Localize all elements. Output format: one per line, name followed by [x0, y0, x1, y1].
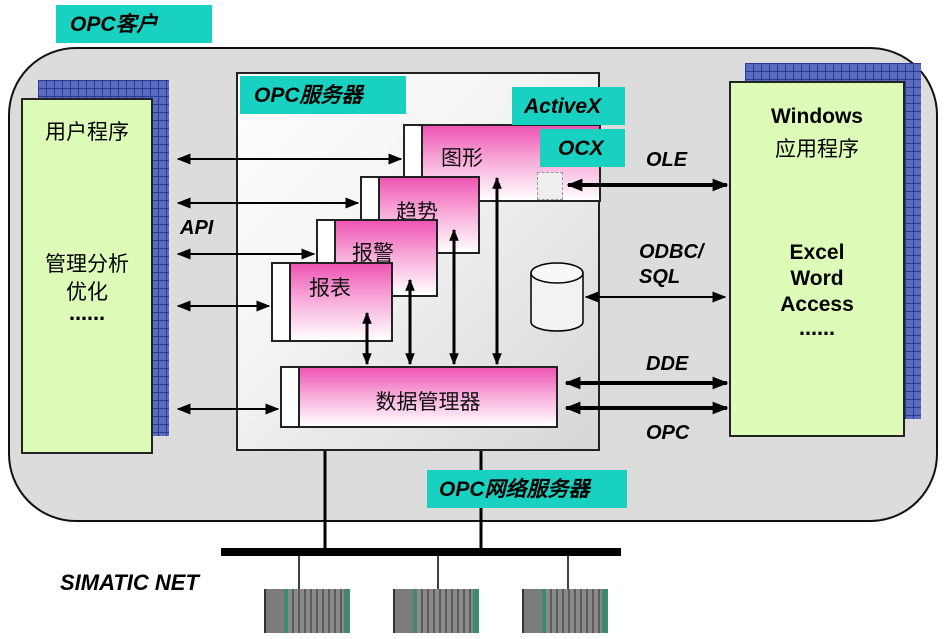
- opc-server-title: OPC服务器: [254, 83, 363, 107]
- simatic-net-label: SIMATIC NET: [60, 570, 199, 595]
- opc-client-label: OPC客户: [56, 5, 212, 43]
- plc-device-3: [522, 589, 608, 633]
- ole-label: OLE: [646, 149, 688, 171]
- module-report: 报表: [271, 262, 393, 342]
- module-tab: [282, 368, 300, 426]
- user-program-line-1: 管理分析: [45, 252, 129, 276]
- odbc-label: ODBC/: [639, 241, 704, 263]
- ocx-control-icon: [537, 172, 563, 200]
- app-more: ……: [799, 319, 835, 340]
- module-tab: [273, 264, 291, 340]
- user-program-box: 用户程序 管理分析 优化 ……: [21, 98, 153, 454]
- api-label: API: [180, 217, 214, 239]
- module-data-manager-label: 数据管理器: [375, 390, 481, 414]
- windows-apps-box: Windows 应用程序 Excel Word Access ……: [729, 81, 905, 437]
- app-word: Word: [790, 267, 844, 290]
- module-alarm-label: 报警: [352, 241, 394, 265]
- module-data-manager: 数据管理器: [280, 366, 558, 428]
- user-program-line-3: ……: [69, 304, 105, 325]
- module-report-label: 报表: [309, 276, 351, 300]
- network-bus: [221, 548, 621, 556]
- opc-client-title: OPC客户: [70, 12, 158, 36]
- opc-network-server-label: OPC网络服务器: [427, 470, 627, 508]
- opc-label: OPC: [646, 422, 690, 444]
- windows-apps-title: Windows: [771, 105, 863, 128]
- user-program-line-2: 优化: [66, 280, 108, 304]
- database-icon: [530, 262, 584, 332]
- opc-network-server-title: OPC网络服务器: [439, 477, 590, 501]
- module-body: [291, 264, 391, 340]
- user-program-title: 用户程序: [45, 120, 129, 144]
- windows-apps-subtitle: 应用程序: [775, 137, 859, 161]
- plc-device-1: [264, 589, 350, 633]
- dde-label: DDE: [646, 353, 689, 375]
- ocx-label: OCX: [540, 129, 625, 167]
- app-excel: Excel: [789, 241, 845, 264]
- app-access: Access: [780, 293, 854, 316]
- sql-label: SQL: [639, 266, 681, 288]
- opc-server-label: OPC服务器: [240, 76, 406, 114]
- plc-device-2: [393, 589, 479, 633]
- ocx-text: OCX: [558, 136, 604, 160]
- activex-label: ActiveX: [512, 87, 625, 125]
- module-graphics-label: 图形: [441, 146, 483, 170]
- module-body: [300, 368, 556, 426]
- activex-text: ActiveX: [524, 94, 602, 118]
